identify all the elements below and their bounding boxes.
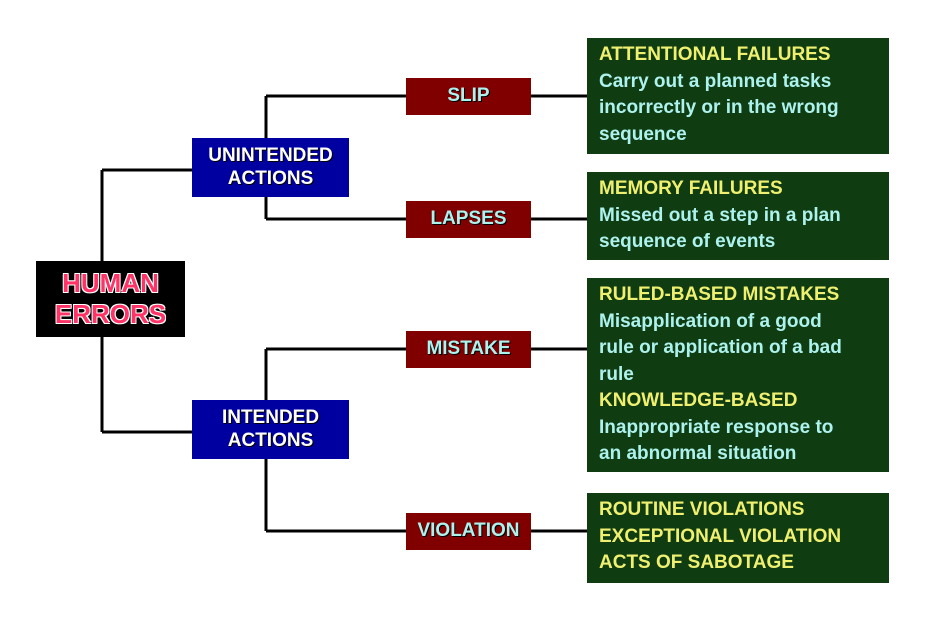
slip-detail-title: ATTENTIONAL FAILURES <box>599 44 831 65</box>
slip-detail-line: sequence <box>599 123 687 145</box>
violation-detail-box: ROUTINE VIOLATIONS EXCEPTIONAL VIOLATION… <box>587 493 889 583</box>
lapses-label: LAPSES <box>430 208 507 230</box>
human-errors-line1: HUMAN <box>62 267 159 298</box>
mistake-node: MISTAKE <box>406 331 531 368</box>
human-errors-line2: ERRORS <box>54 299 167 329</box>
slip-detail-line: Carry out a planned tasks <box>599 70 832 92</box>
mistake-detail-line: an abnormal situation <box>599 443 797 464</box>
slip-detail-box: ATTENTIONAL FAILURES Carry out a planned… <box>587 38 889 154</box>
intended-actions-node: INTENDED ACTIONS <box>192 400 349 459</box>
slip-node: SLIP <box>406 78 531 115</box>
lapses-detail-line: Missed out a step in a plan <box>599 204 841 226</box>
unintended-line2: ACTIONS <box>227 167 314 189</box>
intended-line1: INTENDED <box>221 406 320 428</box>
mistake-detail-line: Misapplication of a good <box>599 310 822 332</box>
violation-detail-line: ROUTINE VIOLATIONS <box>599 499 805 520</box>
mistake-label: MISTAKE <box>426 338 511 360</box>
violation-label: VIOLATION <box>417 520 520 542</box>
violation-detail-line: EXCEPTIONAL VIOLATION <box>599 525 842 547</box>
lapses-node: LAPSES <box>406 201 531 238</box>
unintended-line1: UNINTENDED <box>208 144 333 166</box>
human-errors-node: HUMAN ERRORS <box>36 261 185 337</box>
mistake-detail-title: RULED-BASED MISTAKES <box>599 284 840 305</box>
slip-label: SLIP <box>447 85 490 107</box>
lapses-detail-title: MEMORY FAILURES <box>599 178 783 199</box>
lapses-detail-box: MEMORY FAILURES Missed out a step in a p… <box>587 172 889 260</box>
intended-line2: ACTIONS <box>227 429 314 451</box>
mistake-detail-line: rule <box>599 363 634 385</box>
mistake-detail-line: Inappropriate response to <box>599 416 834 438</box>
lapses-detail-line: sequence of events <box>599 231 776 252</box>
unintended-actions-node: UNINTENDED ACTIONS <box>192 138 349 197</box>
mistake-detail-line: rule or application of a bad <box>599 337 842 358</box>
mistake-detail-subtitle: KNOWLEDGE-BASED <box>599 390 798 411</box>
mistake-detail-box: RULED-BASED MISTAKES Misapplication of a… <box>587 278 889 472</box>
violation-node: VIOLATION <box>406 513 531 550</box>
slip-detail-line: incorrectly or in the wrong <box>599 97 839 118</box>
violation-detail-line: ACTS OF SABOTAGE <box>599 552 794 573</box>
